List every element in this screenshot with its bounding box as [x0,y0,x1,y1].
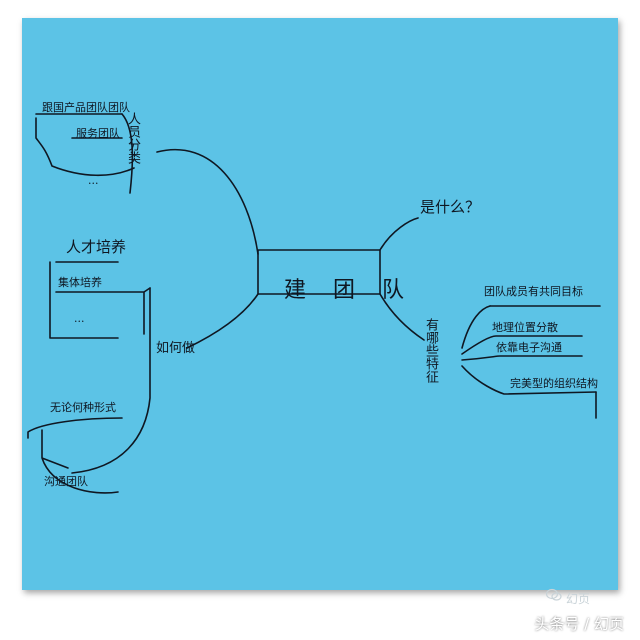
wechat-icon [546,588,562,601]
bottom-left-trunk [71,287,151,474]
bottom-left-branch-label: 如何做 [156,341,196,356]
top-left-item-1: 跟国产品团队团队 [42,101,130,114]
right-bottom-item-2: 地理位置分散 [492,321,558,334]
branch-bottom-left [186,293,259,349]
watermark-text: 幻页 [566,592,591,606]
top-left-item-3: ··· [88,177,99,190]
bottom-left-item-5: 沟通团队 [44,475,88,488]
right-top-label: 是什么？ [420,198,481,216]
bottom-left-item-1: 人才培养 [66,238,127,256]
right-fan-line-2 [461,335,583,355]
right-bottom-item-4: 完美型的组织结构 [510,377,598,390]
footer-credit: 头条号 / 幻页 [534,615,624,633]
blue-paper-sheet: 建 团 队 跟国产品团队团队 服务团队 ··· 人员分类 人才培养 集体培养 ·… [22,18,618,590]
bottom-left-item-3: ··· [74,315,85,328]
right-fan-line-4 [461,365,597,395]
branch-right-top [379,217,419,251]
center-node: 建 团 队 [284,278,414,303]
top-left-side-label: 人员分类 [125,112,140,164]
bottom-left-lower [27,417,123,494]
branch-top-left [156,148,259,255]
top-left-bracket [35,113,135,177]
bottom-left-item-4: 无论何种形式 [50,401,116,414]
right-fan [461,305,491,349]
bottom-left-item-2: 集体培养 [58,276,102,289]
bottom-left-box [49,261,151,339]
right-bottom-item-3: 依靠电子沟通 [496,341,562,354]
center-box [257,249,381,295]
right-bottom-item-1: 团队成员有共同目标 [484,285,583,298]
top-left-side [121,113,134,194]
top-left-item-2: 服务团队 [76,127,120,140]
mindmap-connectors [27,113,601,494]
right-bottom-branch-label: 有哪些特征 [423,318,438,383]
right-fan-line-3 [461,355,583,361]
branch-right-bottom [379,293,425,341]
